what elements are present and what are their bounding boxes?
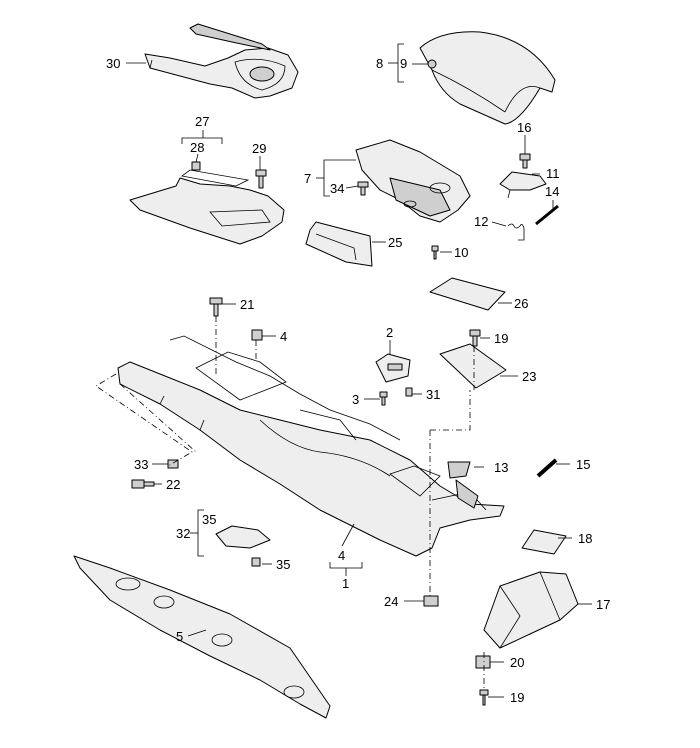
callout-29: 29 bbox=[252, 141, 266, 156]
callout-19-lower: 19 bbox=[510, 690, 524, 705]
part-18-pad bbox=[521, 529, 567, 555]
part-2-switch bbox=[375, 353, 411, 383]
part-4-clip bbox=[251, 329, 263, 341]
part-15-pin bbox=[536, 458, 558, 478]
part-8-armrest-lid bbox=[419, 31, 556, 125]
callout-30: 30 bbox=[106, 56, 120, 71]
part-11-hinge bbox=[499, 171, 547, 199]
callout-21: 21 bbox=[240, 297, 254, 312]
part-24-nut bbox=[423, 595, 439, 607]
part-14-rod bbox=[535, 204, 559, 226]
callout-10: 10 bbox=[454, 245, 468, 260]
callout-24: 24 bbox=[384, 594, 398, 609]
callout-2: 2 bbox=[386, 325, 393, 340]
callout-23: 23 bbox=[522, 369, 536, 384]
callout-4-upper: 4 bbox=[280, 329, 287, 344]
callout-13: 13 bbox=[494, 460, 508, 475]
callout-35-lower: 35 bbox=[276, 557, 290, 572]
callout-35-upper: 35 bbox=[202, 512, 216, 527]
callout-18: 18 bbox=[578, 531, 592, 546]
part-20-nut bbox=[475, 655, 491, 669]
callout-9: 9 bbox=[400, 56, 407, 71]
part-3-screw bbox=[379, 391, 388, 406]
part-1-center-console bbox=[117, 335, 505, 557]
callout-33: 33 bbox=[134, 457, 148, 472]
part-30-shift-trim bbox=[144, 23, 299, 99]
callout-27: 27 bbox=[195, 114, 209, 129]
part-23-plate bbox=[439, 343, 507, 389]
callout-26: 26 bbox=[514, 296, 528, 311]
callout-7: 7 bbox=[304, 171, 311, 186]
part-17-rear-cover bbox=[483, 571, 579, 649]
leader-lines bbox=[126, 43, 592, 698]
part-12-spring bbox=[507, 223, 525, 241]
part-5-insulation bbox=[73, 555, 331, 719]
part-21-bolt bbox=[209, 297, 223, 317]
assembly-dash-lines bbox=[95, 316, 485, 690]
part-25-cup-holder bbox=[305, 221, 373, 267]
callout-16: 16 bbox=[517, 120, 531, 135]
part-26-mat bbox=[429, 277, 506, 311]
callout-28: 28 bbox=[190, 140, 204, 155]
callout-labels: 30 8 9 27 28 29 7 34 16 11 14 12 25 10 2… bbox=[106, 56, 610, 705]
part-10-screw bbox=[431, 245, 439, 260]
part-34-screw bbox=[357, 181, 369, 196]
part-7-storage-bin bbox=[355, 139, 471, 223]
part-13-lever bbox=[447, 461, 479, 509]
callout-31: 31 bbox=[426, 387, 440, 402]
callout-14: 14 bbox=[545, 184, 559, 199]
part-19-screw-lower bbox=[479, 689, 489, 706]
callout-17: 17 bbox=[596, 597, 610, 612]
callout-8: 8 bbox=[376, 56, 383, 71]
callout-25: 25 bbox=[388, 235, 402, 250]
callout-20: 20 bbox=[510, 655, 524, 670]
callout-19-upper: 19 bbox=[494, 331, 508, 346]
part-31-clip bbox=[405, 387, 413, 397]
part-22-bolt bbox=[131, 479, 155, 489]
part-29-screw bbox=[255, 169, 267, 189]
part-19-bolt-upper bbox=[469, 329, 481, 347]
part-35-clip bbox=[251, 557, 261, 567]
callout-32: 32 bbox=[176, 526, 190, 541]
part-35-cover bbox=[215, 525, 271, 549]
part-16-screw bbox=[519, 153, 531, 169]
callout-12: 12 bbox=[474, 214, 488, 229]
callout-34: 34 bbox=[330, 181, 344, 196]
callout-4-lower: 4 bbox=[338, 548, 345, 563]
part-27-bracket bbox=[129, 161, 285, 245]
callout-5: 5 bbox=[176, 629, 183, 644]
callout-3: 3 bbox=[352, 392, 359, 407]
callout-15: 15 bbox=[576, 457, 590, 472]
callout-11: 11 bbox=[546, 166, 560, 181]
callout-1: 1 bbox=[342, 576, 349, 591]
callout-22: 22 bbox=[166, 477, 180, 492]
